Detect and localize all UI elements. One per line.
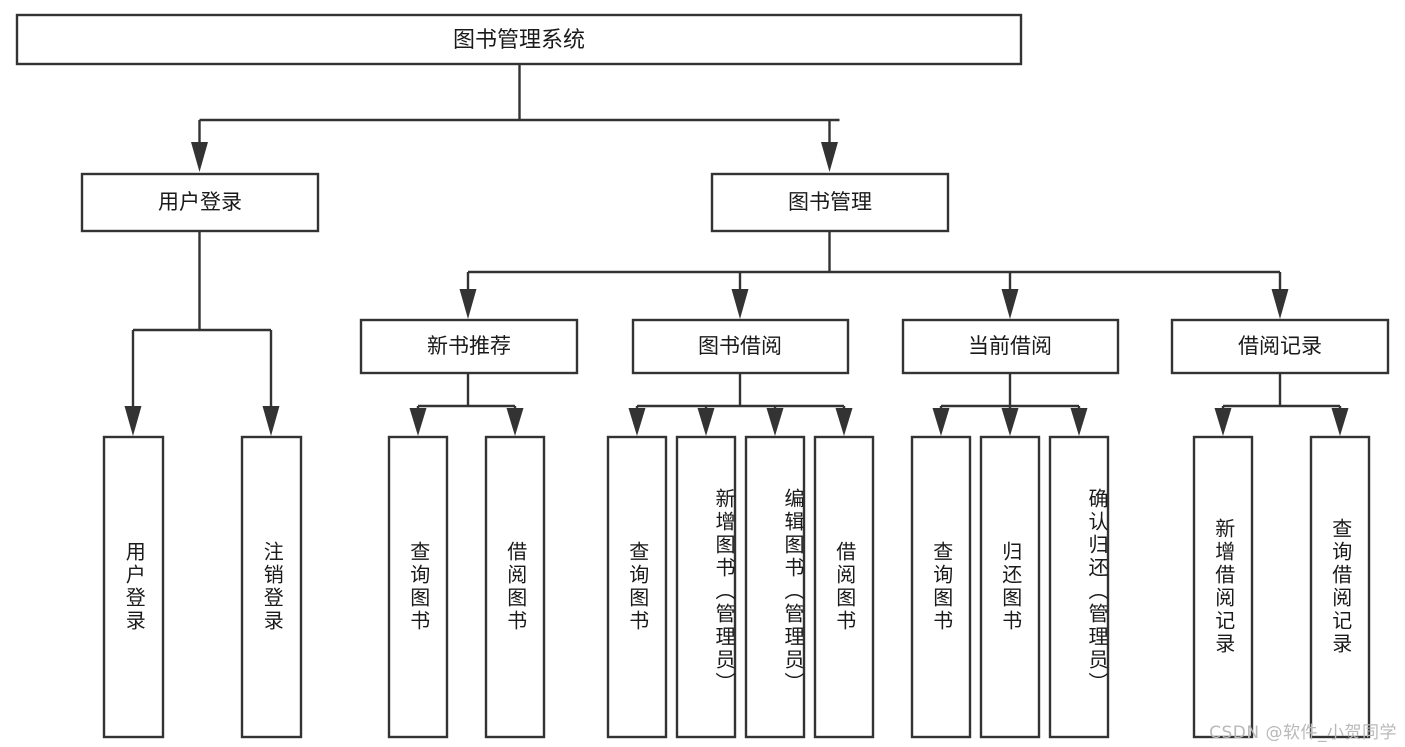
node-root[interactable]: 图书管理系统 [15, 13, 1023, 66]
node-book-management[interactable]: 图书管理 [710, 172, 950, 233]
leaf-box-query-book-1[interactable] [387, 435, 449, 739]
node-current-borrow[interactable]: 当前借阅 [901, 318, 1120, 375]
arrow-borrow-leaf-3 [766, 408, 784, 436]
arrow-bookmgmt-to-current [1001, 289, 1019, 319]
node-root-box[interactable] [15, 13, 1023, 66]
node-new-book-recommend-label: 新书推荐 [427, 334, 511, 358]
arrow-current-leaf-1 [932, 408, 950, 436]
arrow-borrow-leaf-4 [835, 408, 853, 436]
arrow-record-leaf-1 [1214, 408, 1232, 436]
node-current-borrow-box[interactable] [901, 318, 1120, 375]
node-user-login-label: 用户登录 [158, 190, 242, 214]
node-user-login-box[interactable] [80, 172, 320, 233]
node-book-borrow-box[interactable] [631, 318, 850, 375]
arrow-newbook-leaf-2 [506, 408, 524, 436]
node-borrow-record[interactable]: 借阅记录 [1170, 318, 1390, 375]
node-current-borrow-label: 当前借阅 [968, 334, 1052, 358]
arrow-userlogin-leaf-2 [262, 406, 280, 436]
node-root-label: 图书管理系统 [453, 28, 585, 53]
leaf-box-borrow-book-1[interactable] [484, 435, 546, 739]
leaf-box-borrow-book-2[interactable] [813, 435, 875, 739]
node-book-borrow[interactable]: 图书借阅 [631, 318, 850, 375]
node-user-login[interactable]: 用户登录 [80, 172, 320, 233]
node-new-book-recommend-box[interactable] [359, 318, 579, 375]
arrow-current-leaf-2 [1001, 408, 1019, 436]
connector-layer [124, 64, 1349, 436]
csdn-watermark: CSDN @软件_小贺同学 [1209, 723, 1397, 743]
arrow-newbook-leaf-1 [409, 408, 427, 436]
leaf-box-confirm-return[interactable] [1048, 435, 1110, 739]
leaf-box-query-book-3[interactable] [910, 435, 972, 739]
node-book-management-label: 图书管理 [788, 190, 872, 214]
node-borrow-record-box[interactable] [1170, 318, 1390, 375]
arrow-root-to-book-mgmt [821, 142, 838, 172]
leaf-box-edit-book[interactable] [744, 435, 806, 739]
arrow-current-leaf-3 [1070, 408, 1088, 436]
arrow-record-leaf-2 [1331, 408, 1349, 436]
arrow-borrow-leaf-2 [697, 408, 715, 436]
leaf-box-add-book[interactable] [675, 435, 737, 739]
arrow-userlogin-leaf-1 [124, 406, 142, 436]
arrow-borrow-leaf-1 [628, 408, 646, 436]
arrow-bookmgmt-to-record [1271, 289, 1289, 319]
arrow-bookmgmt-to-newbook [459, 289, 477, 319]
leaf-box-layer [102, 435, 1371, 739]
leaf-box-logout[interactable] [240, 435, 303, 739]
node-book-borrow-label: 图书借阅 [698, 334, 782, 358]
leaf-box-return-book[interactable] [979, 435, 1041, 739]
node-book-management-box[interactable] [710, 172, 950, 233]
arrow-bookmgmt-to-borrow [731, 289, 749, 319]
leaf-box-query-book-2[interactable] [606, 435, 668, 739]
node-borrow-record-label: 借阅记录 [1238, 334, 1322, 358]
node-new-book-recommend[interactable]: 新书推荐 [359, 318, 579, 375]
leaf-box-query-record[interactable] [1309, 435, 1371, 739]
leaf-box-user-login[interactable] [102, 435, 165, 739]
arrow-root-to-user-login [191, 142, 208, 172]
leaf-box-add-record[interactable] [1192, 435, 1254, 739]
